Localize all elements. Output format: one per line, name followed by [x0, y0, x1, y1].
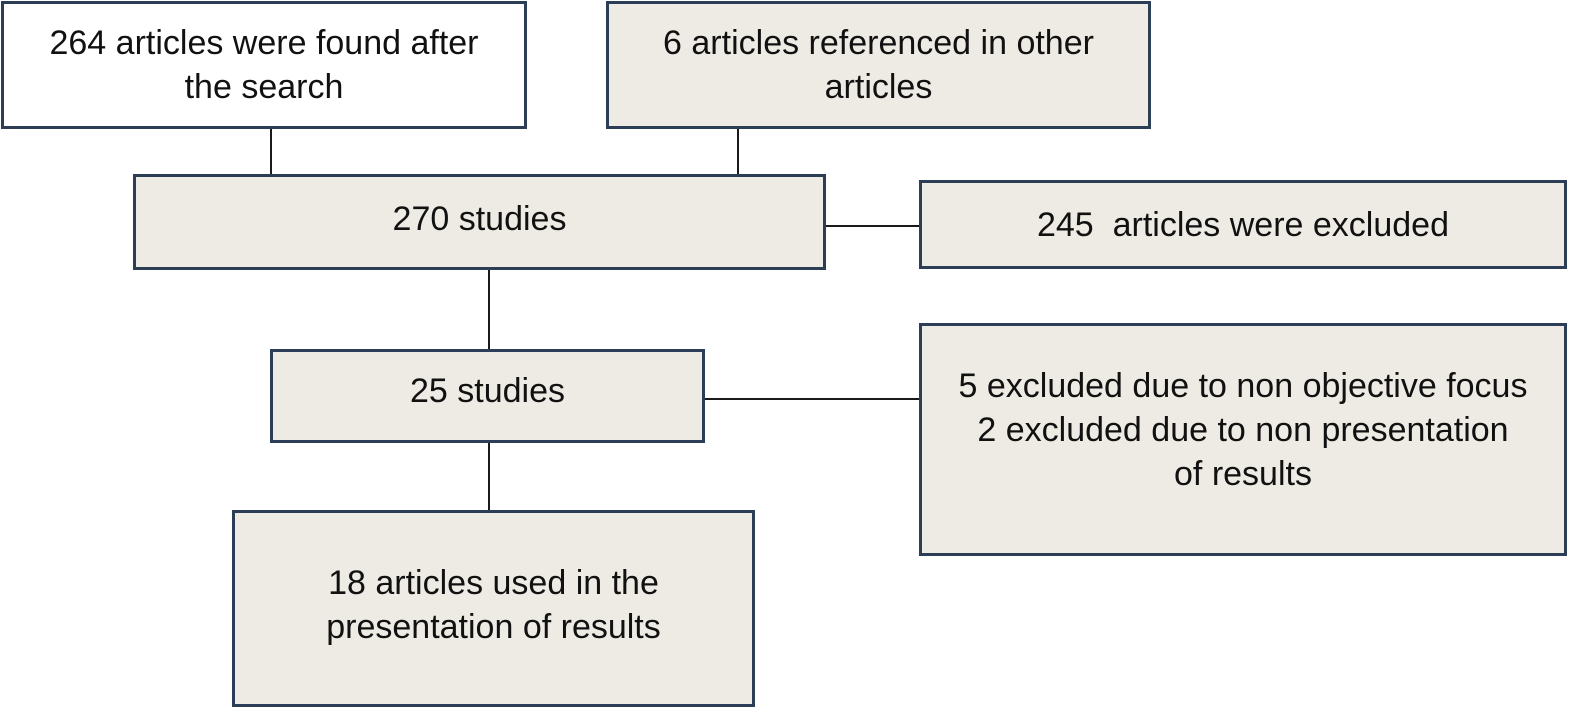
- connector-25-to-reasons: [705, 398, 919, 400]
- search-results-text: 264 articles were found after the search: [49, 24, 479, 106]
- final-articles-box: 18 articles used in the presentation of …: [232, 510, 755, 707]
- final-articles-text: 18 articles used in the presentation of …: [326, 563, 661, 646]
- excluded-reason-2: 2 excluded due to non presentation: [977, 410, 1509, 449]
- connector-referenced-to-270: [737, 129, 739, 174]
- studies-25-text: 25 studies: [410, 372, 565, 410]
- search-results-box: 264 articles were found after the search: [1, 1, 527, 129]
- studies-25-box: 25 studies: [270, 349, 705, 443]
- excluded-reason-1: 5 excluded due to non objective focus: [958, 366, 1528, 405]
- excluded-reasons-box: 5 excluded due to non objective focus 2 …: [919, 323, 1567, 556]
- excluded-245-box: 245 articles were excluded: [919, 180, 1567, 269]
- connector-270-to-25: [488, 270, 490, 349]
- referenced-articles-text: 6 articles referenced in other articles: [663, 24, 1094, 106]
- studies-270-box: 270 studies: [133, 174, 826, 270]
- referenced-articles-box: 6 articles referenced in other articles: [606, 1, 1151, 129]
- studies-270-text: 270 studies: [392, 200, 567, 238]
- connector-search-to-270: [270, 129, 272, 174]
- connector-270-to-excluded: [826, 225, 919, 227]
- excluded-reason-2-cont: of results: [1174, 454, 1312, 493]
- excluded-reasons-text: 5 excluded due to non objective focus 2 …: [959, 364, 1528, 496]
- connector-25-to-final: [488, 443, 490, 510]
- excluded-245-text: 245 articles were excluded: [1036, 205, 1449, 244]
